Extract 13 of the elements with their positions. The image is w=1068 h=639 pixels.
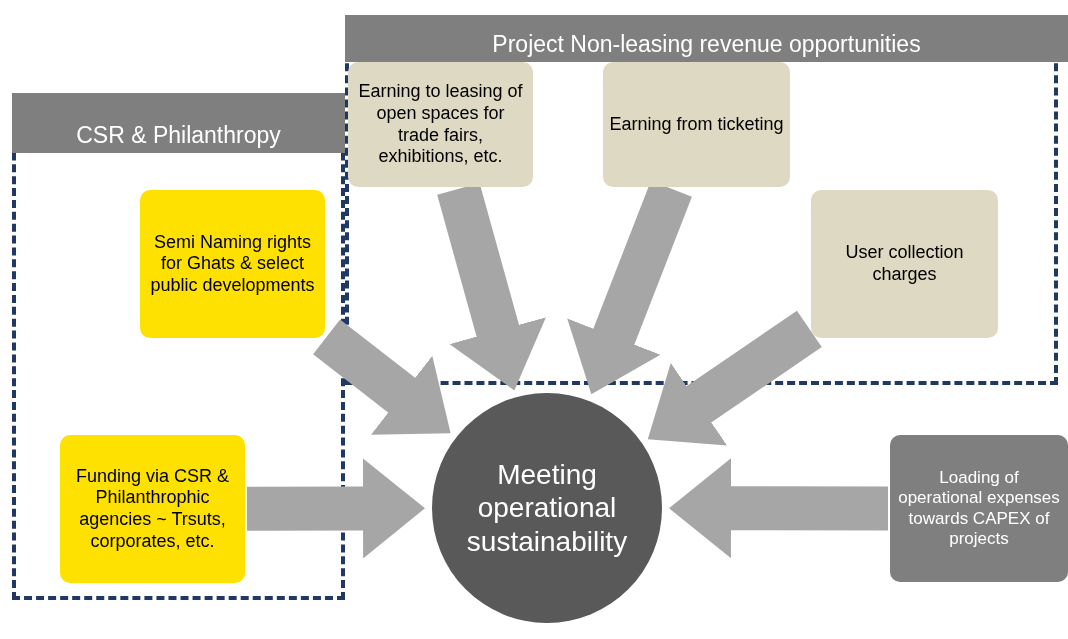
dashed-group-border	[12, 93, 345, 600]
funding-box: Semi Naming rights for Ghats & select public developments	[140, 190, 325, 338]
revenue-box: Earning from ticketing	[603, 62, 790, 187]
revenue-box: User collection charges	[811, 190, 998, 338]
goal-circle: Meeting operational sustainability	[432, 393, 662, 623]
group-header: Project Non-leasing revenue opportunities	[345, 15, 1068, 62]
revenue-box: Earning to leasing of open spaces for trade fairs, exhibitions, etc.	[348, 62, 533, 187]
funding-box: Funding via CSR & Philanthrophic agencies ~ Trsuts, corporates, etc.	[60, 435, 245, 583]
thick-arrow	[669, 458, 888, 559]
thick-arrow	[313, 319, 451, 435]
thick-arrow	[647, 310, 822, 446]
group-header: CSR & Philanthropy	[12, 93, 345, 153]
expense-box: Loading of operational expenses towards CAPEX of projects	[890, 435, 1068, 582]
